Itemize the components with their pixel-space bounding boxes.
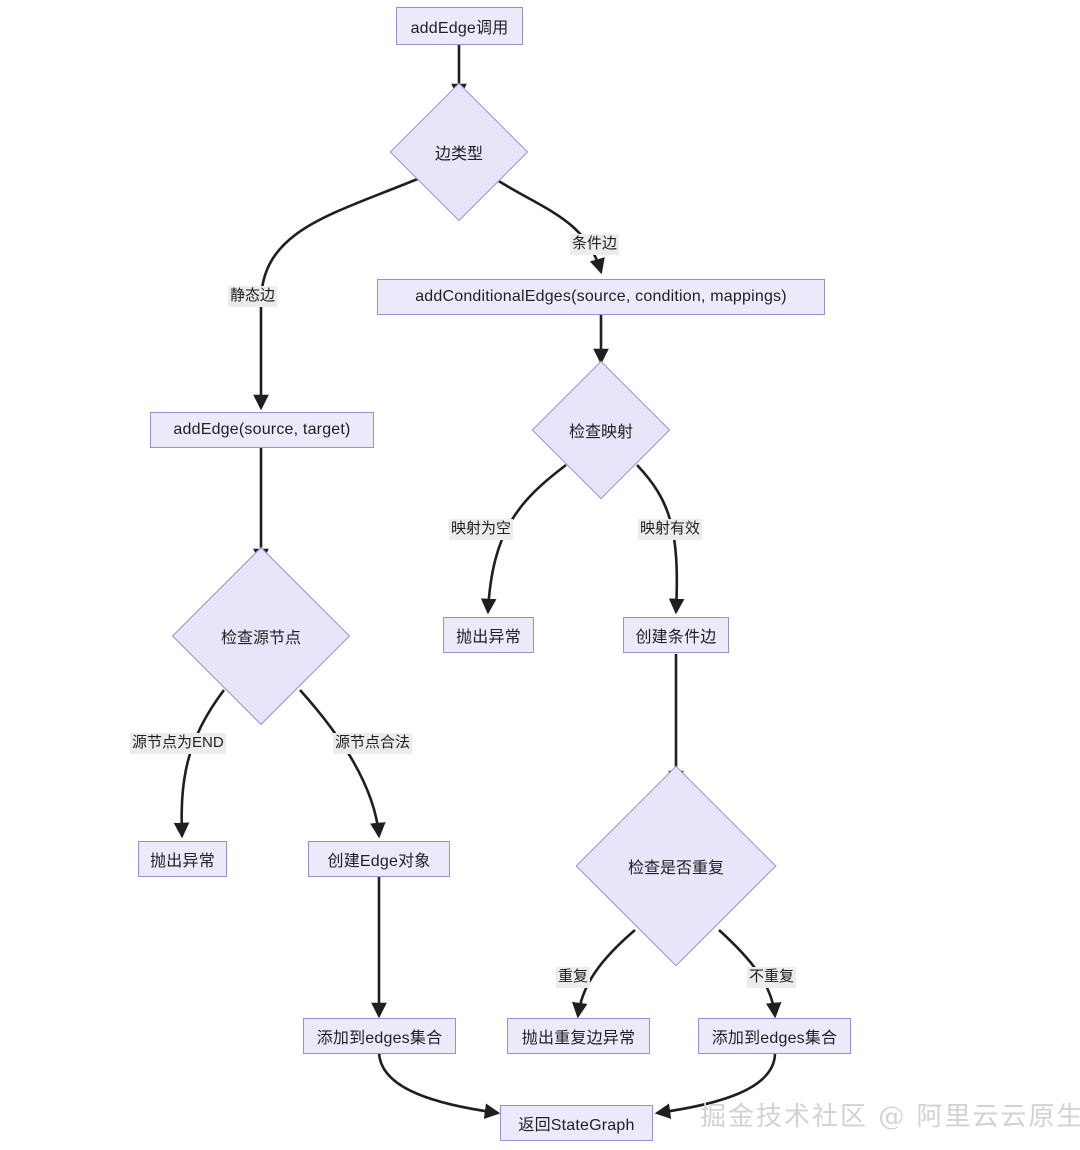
connector-edgetype-to-addedge bbox=[253, 176, 421, 411]
node-add-conditional-edges-label: addConditionalEdges(source, condition, m… bbox=[415, 288, 787, 305]
edge-label-not-duplicate: 不重复 bbox=[747, 967, 797, 988]
connector-edgetype-to-addconditional bbox=[496, 178, 605, 275]
edge-label-conditional-edge: 条件边 bbox=[570, 234, 620, 255]
node-create-edge-object-label: 创建Edge对象 bbox=[327, 853, 431, 870]
node-add-to-edges-left[interactable]: 添加到edges集合 bbox=[303, 1018, 456, 1054]
node-throw-duplicate-edge-exception[interactable]: 抛出重复边异常 bbox=[507, 1018, 650, 1054]
node-return-stategraph[interactable]: 返回StateGraph bbox=[500, 1105, 653, 1141]
node-add-edge-label: addEdge(source, target) bbox=[173, 421, 351, 438]
node-add-to-edges-right-label: 添加到edges集合 bbox=[711, 1030, 838, 1047]
node-throw-duplicate-edge-exception-label: 抛出重复边异常 bbox=[521, 1030, 636, 1047]
edge-label-mapping-empty: 映射为空 bbox=[449, 519, 514, 540]
node-throw-exception-source[interactable]: 抛出异常 bbox=[138, 841, 227, 877]
node-throw-exception-mapping-label: 抛出异常 bbox=[456, 629, 521, 646]
node-add-conditional-edges[interactable]: addConditionalEdges(source, condition, m… bbox=[377, 279, 825, 315]
node-throw-exception-source-label: 抛出异常 bbox=[150, 853, 215, 870]
watermark: 掘金技术社区 @ 阿里云云原生 bbox=[700, 1102, 1080, 1132]
node-return-stategraph-label: 返回StateGraph bbox=[518, 1117, 635, 1134]
node-start-label: addEdge调用 bbox=[410, 20, 509, 37]
node-throw-exception-mapping[interactable]: 抛出异常 bbox=[443, 617, 534, 653]
node-create-conditional-edge-label: 创建条件边 bbox=[635, 629, 717, 646]
connector-checksource-to-createedge bbox=[299, 689, 386, 839]
edge-label-source-valid: 源节点合法 bbox=[333, 733, 413, 754]
edge-label-source-is-end: 源节点为END bbox=[130, 733, 226, 754]
edge-label-duplicate: 重复 bbox=[556, 967, 591, 988]
edge-label-mapping-valid: 映射有效 bbox=[638, 519, 703, 540]
connector-checkdup-to-throwdup bbox=[571, 929, 636, 1019]
connector-addtoedges-right-to-return bbox=[654, 1051, 777, 1119]
connector-addtoedges-left-to-return bbox=[377, 1051, 501, 1119]
connector-checksource-to-throw bbox=[173, 689, 226, 839]
edge-label-static-edge: 静态边 bbox=[228, 286, 278, 307]
node-add-edge[interactable]: addEdge(source, target) bbox=[150, 412, 374, 448]
node-add-to-edges-left-label: 添加到edges集合 bbox=[316, 1030, 443, 1047]
node-add-to-edges-right[interactable]: 添加到edges集合 bbox=[698, 1018, 851, 1054]
node-start[interactable]: addEdge调用 bbox=[396, 7, 523, 45]
node-create-conditional-edge[interactable]: 创建条件边 bbox=[623, 617, 729, 653]
node-create-edge-object[interactable]: 创建Edge对象 bbox=[308, 841, 450, 877]
